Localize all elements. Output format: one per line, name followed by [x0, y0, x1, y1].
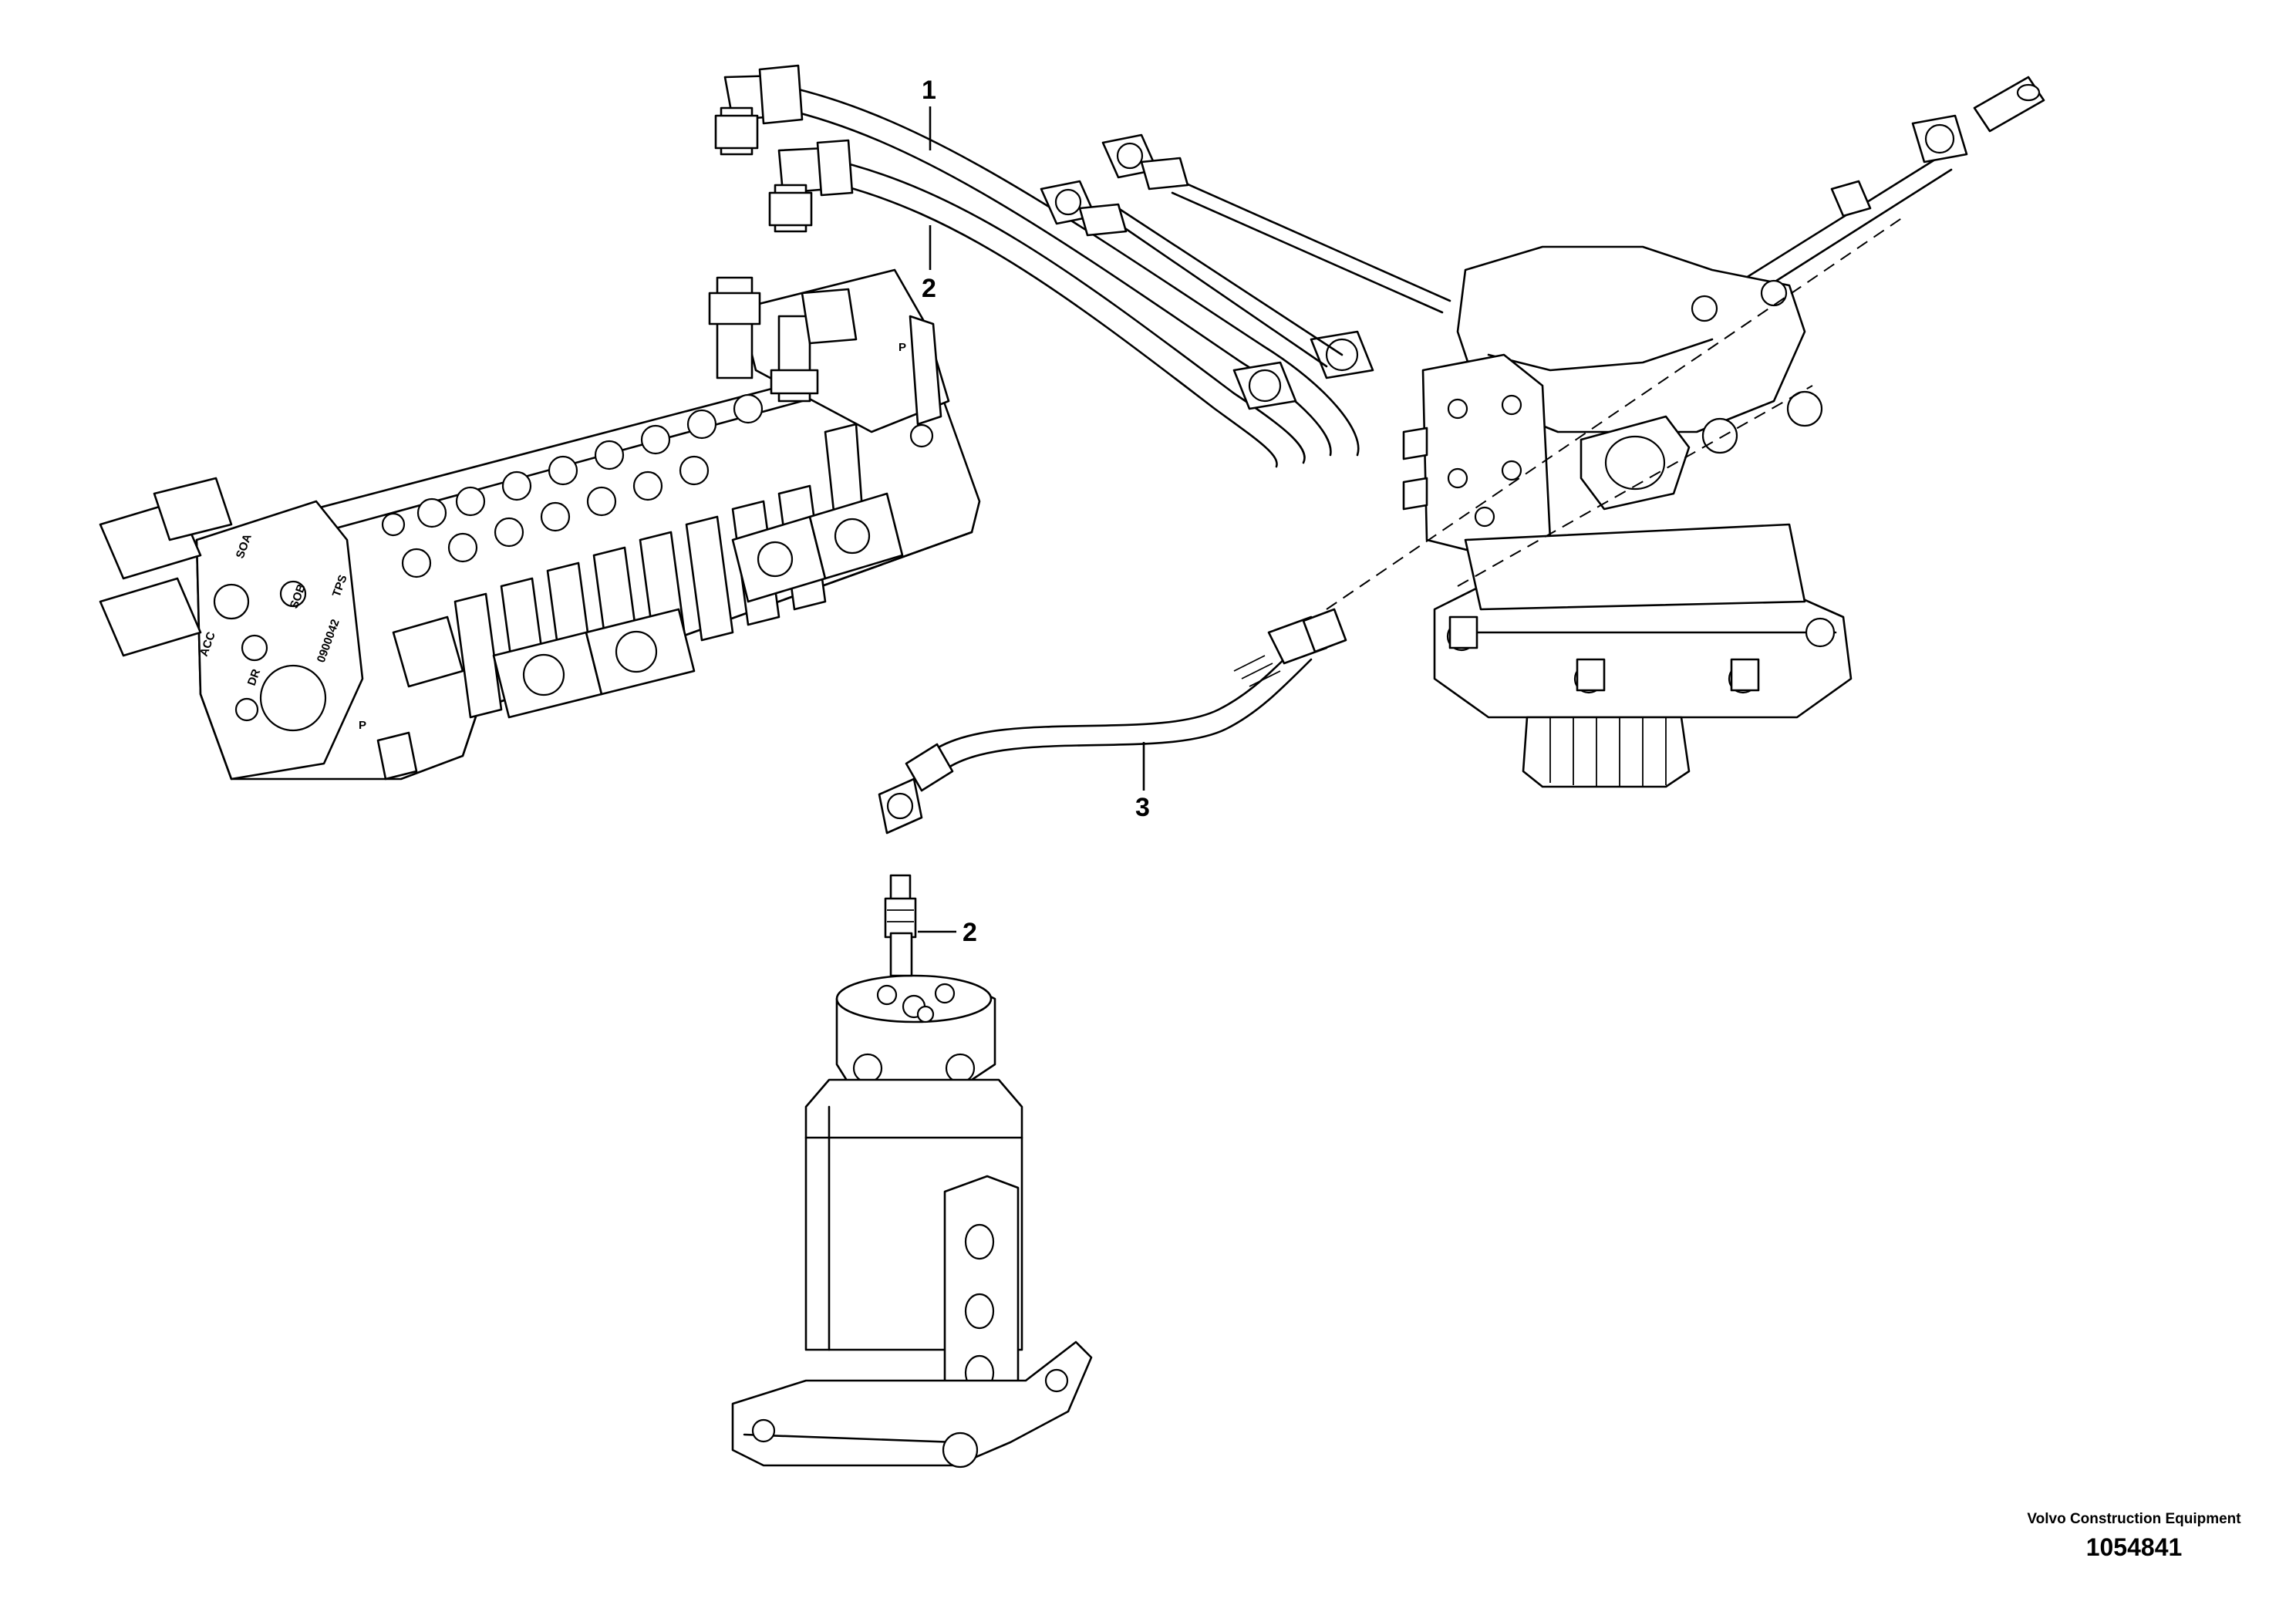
document-number: 1054841 [2085, 1533, 2183, 1561]
hose-fitting-lower [768, 139, 854, 233]
valve-top-p-label: P [899, 341, 906, 354]
swing-motor-assembly [1326, 215, 1906, 788]
callout-item-2-lower: 2 [922, 225, 936, 303]
adapter-fitting-item-1 [884, 874, 917, 977]
callout-item-3: 3 [1135, 742, 1150, 822]
callout-item-2-upper: 1 [922, 76, 936, 150]
callout-label: 2 [963, 918, 977, 947]
callout-label: 2 [922, 274, 936, 303]
callout-item-1: 2 [918, 918, 977, 947]
valve-port-p-label: P [359, 719, 366, 732]
swivel-joint-assembly [731, 874, 1093, 1469]
callout-label: 1 [922, 76, 936, 105]
manufacturer-label: Volvo Construction Equipment [2027, 1511, 2241, 1527]
hose-pair-item-2 [714, 64, 1374, 468]
hose-fitting-upper [714, 64, 804, 156]
callout-label: 3 [1135, 793, 1150, 822]
valve-port-dr-label: DR [245, 667, 263, 687]
pilot-lines-upper-right [1040, 76, 2045, 368]
hose-item-3 [878, 608, 1347, 835]
control-valve-block: SOA SOB TPS ACC P DR 0900042 P [99, 268, 981, 781]
document-footer: Volvo Construction Equipment 1054841 [2026, 1510, 2242, 1563]
